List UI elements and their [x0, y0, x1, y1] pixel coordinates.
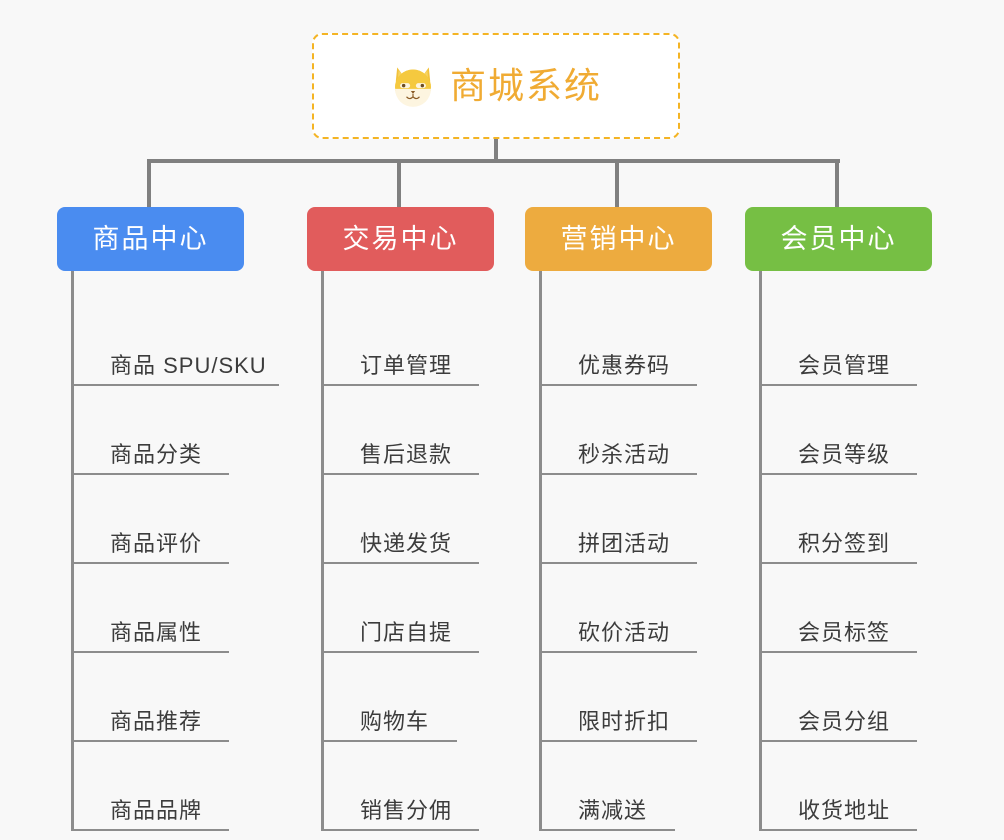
leaf-underline — [324, 829, 479, 831]
connector-root-stem — [494, 139, 498, 161]
leaf-underline — [762, 562, 917, 564]
leaf-underline — [542, 740, 697, 742]
leaf-underline — [324, 562, 479, 564]
root-node-label: 商城系统 — [449, 65, 602, 106]
list-item[interactable]: 收货地址 — [762, 742, 932, 831]
leaf-underline — [542, 473, 697, 475]
leaf-label: 销售分佣 — [360, 798, 453, 823]
leaf-label: 商品分类 — [110, 442, 203, 467]
leaf-label: 满减送 — [578, 798, 648, 823]
list-item[interactable]: 订单管理 — [324, 297, 494, 386]
leaf-label: 砍价活动 — [578, 620, 671, 645]
leaf-underline — [542, 384, 697, 386]
branch-product-center: 商品中心 商品 SPU/SKU 商品分类 商品评价 商品属性 商品推荐 — [57, 207, 279, 831]
list-item[interactable]: 购物车 — [324, 653, 494, 742]
shiba-dog-icon — [395, 67, 431, 107]
leaf-label: 商品品牌 — [110, 798, 203, 823]
leaf-underline — [324, 384, 479, 386]
leaf-underline — [542, 829, 675, 831]
leaf-underline — [542, 562, 697, 564]
leaf-underline — [762, 740, 917, 742]
leaf-label: 拼团活动 — [578, 531, 671, 556]
leaf-underline — [762, 651, 917, 653]
list-item[interactable]: 商品推荐 — [74, 653, 244, 742]
leaf-label: 限时折扣 — [578, 709, 671, 734]
leaf-label: 优惠券码 — [578, 353, 671, 378]
leaf-underline — [74, 562, 229, 564]
list-item[interactable]: 销售分佣 — [324, 742, 494, 831]
connector-drop-product-center — [147, 159, 151, 207]
category-label: 营销中心 — [560, 223, 677, 254]
list-item[interactable]: 商品 SPU/SKU — [74, 297, 279, 386]
list-item[interactable]: 会员分组 — [762, 653, 932, 742]
leaf-underline — [762, 829, 917, 831]
list-item[interactable]: 售后退款 — [324, 386, 494, 475]
branch-trade-center: 交易中心 订单管理 售后退款 快递发货 门店自提 购物车 — [307, 207, 494, 831]
list-item[interactable]: 砍价活动 — [542, 564, 712, 653]
category-label: 交易中心 — [342, 223, 459, 254]
leaf-underline — [74, 740, 229, 742]
leaf-label: 会员等级 — [798, 442, 891, 467]
list-item[interactable]: 满减送 — [542, 742, 712, 831]
leaf-list-product-center: 商品 SPU/SKU 商品分类 商品评价 商品属性 商品推荐 商品品牌 — [71, 271, 279, 831]
list-item[interactable]: 会员管理 — [762, 297, 932, 386]
connector-drop-trade-center — [397, 159, 401, 207]
leaf-label: 订单管理 — [360, 353, 453, 378]
list-item[interactable]: 积分签到 — [762, 475, 932, 564]
leaf-underline — [762, 473, 917, 475]
leaf-underline — [74, 384, 279, 386]
category-header-trade-center[interactable]: 交易中心 — [307, 207, 494, 271]
category-header-product-center[interactable]: 商品中心 — [57, 207, 244, 271]
list-item[interactable]: 快递发货 — [324, 475, 494, 564]
list-item[interactable]: 秒杀活动 — [542, 386, 712, 475]
leaf-label: 购物车 — [360, 709, 430, 734]
leaf-underline — [324, 651, 479, 653]
leaf-underline — [74, 829, 229, 831]
leaf-list-trade-center: 订单管理 售后退款 快递发货 门店自提 购物车 销售分佣 — [321, 271, 494, 831]
category-label: 商品中心 — [92, 223, 209, 254]
list-item[interactable]: 会员标签 — [762, 564, 932, 653]
leaf-label: 商品 SPU/SKU — [110, 353, 267, 378]
leaf-underline — [542, 651, 697, 653]
category-header-member-center[interactable]: 会员中心 — [745, 207, 932, 271]
leaf-label: 秒杀活动 — [578, 442, 671, 467]
connector-horizontal-bus — [148, 159, 840, 163]
list-item[interactable]: 会员等级 — [762, 386, 932, 475]
leaf-underline — [324, 740, 457, 742]
leaf-label: 会员管理 — [798, 353, 891, 378]
leaf-label: 收货地址 — [798, 798, 891, 823]
leaf-label: 售后退款 — [360, 442, 453, 467]
list-item[interactable]: 商品评价 — [74, 475, 244, 564]
root-node[interactable]: 商城系统 — [312, 33, 680, 139]
list-item[interactable]: 商品分类 — [74, 386, 244, 475]
leaf-label: 商品属性 — [110, 620, 203, 645]
list-item[interactable]: 优惠券码 — [542, 297, 712, 386]
connector-drop-marketing-center — [615, 159, 619, 207]
leaf-underline — [74, 651, 229, 653]
category-label: 会员中心 — [780, 223, 897, 254]
leaf-list-member-center: 会员管理 会员等级 积分签到 会员标签 会员分组 收货地址 — [759, 271, 932, 831]
category-header-marketing-center[interactable]: 营销中心 — [525, 207, 712, 271]
list-item[interactable]: 拼团活动 — [542, 475, 712, 564]
list-item[interactable]: 限时折扣 — [542, 653, 712, 742]
list-item[interactable]: 商品品牌 — [74, 742, 244, 831]
leaf-label: 快递发货 — [360, 531, 453, 556]
branch-marketing-center: 营销中心 优惠券码 秒杀活动 拼团活动 砍价活动 限时折扣 — [525, 207, 712, 831]
leaf-list-marketing-center: 优惠券码 秒杀活动 拼团活动 砍价活动 限时折扣 满减送 — [539, 271, 712, 831]
leaf-label: 会员标签 — [798, 620, 891, 645]
leaf-underline — [74, 473, 229, 475]
leaf-label: 会员分组 — [798, 709, 891, 734]
branch-member-center: 会员中心 会员管理 会员等级 积分签到 会员标签 会员分组 — [745, 207, 932, 831]
leaf-label: 商品推荐 — [110, 709, 203, 734]
leaf-underline — [762, 384, 917, 386]
list-item[interactable]: 门店自提 — [324, 564, 494, 653]
leaf-label: 积分签到 — [798, 531, 891, 556]
list-item[interactable]: 商品属性 — [74, 564, 244, 653]
leaf-underline — [324, 473, 479, 475]
connector-drop-member-center — [835, 159, 839, 207]
leaf-label: 商品评价 — [110, 531, 203, 556]
leaf-label: 门店自提 — [360, 620, 453, 645]
